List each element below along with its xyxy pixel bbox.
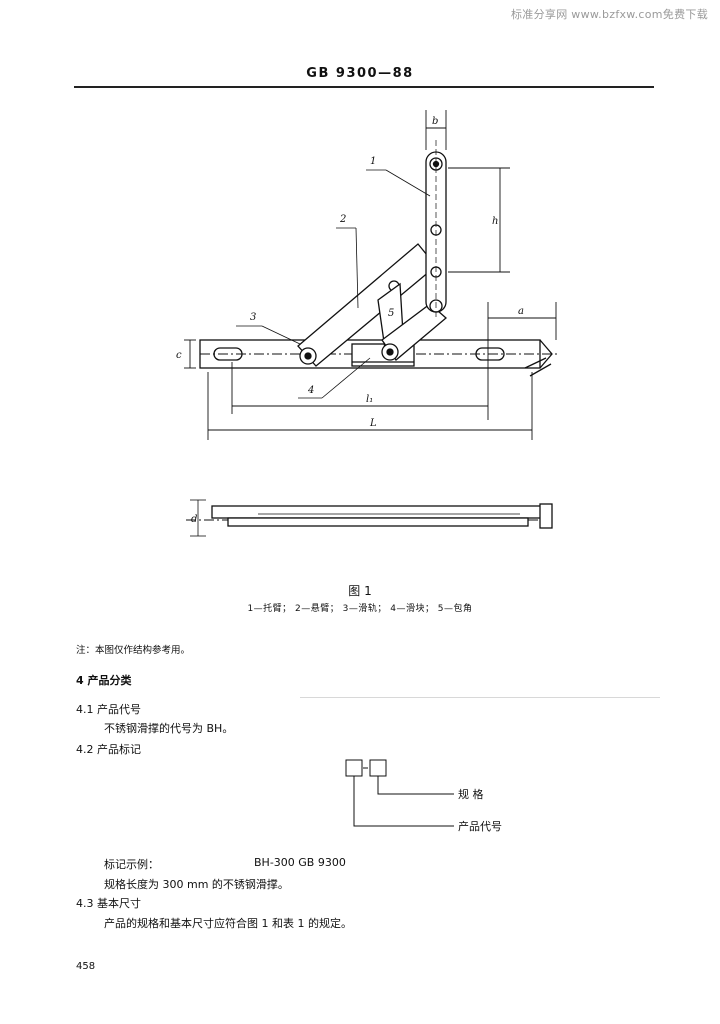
label-part-4: 4: [307, 385, 314, 396]
watermark: 标准分享网 www.bzfxw.com免费下载: [511, 8, 708, 21]
side-elevation-view: [186, 499, 553, 537]
example-value: BH-300 GB 9300: [254, 856, 346, 869]
label-part-5: 5: [388, 308, 394, 319]
leader-lines: [236, 169, 431, 399]
section-4-1-heading: 4.1 产品代号: [76, 703, 141, 716]
label-dim-h: h: [492, 216, 498, 227]
section-4-1-text: 不锈钢滑撑的代号为 BH。: [104, 722, 234, 735]
label-part-1: 1: [370, 156, 376, 167]
page-number: 458: [76, 961, 96, 972]
spec-box: [369, 759, 387, 777]
label-spec: 规 格: [458, 787, 484, 801]
figure-legend: 1—托臂； 2—悬臂； 3—滑轨； 4—滑块； 5—包角: [247, 604, 473, 614]
example-label: 标记示例：: [104, 858, 159, 871]
label-dim-L: L: [369, 418, 377, 429]
support-link: [377, 282, 447, 361]
label-dim-l1: l₁: [366, 394, 373, 405]
example-text: 规格长度为 300 mm 的不锈钢滑撑。: [104, 878, 289, 891]
standard-header: GB 9300—88: [306, 66, 414, 81]
label-product-code: 产品代号: [458, 819, 502, 833]
figure-1-drawing: 1 2 3 4 5 b h a c l₁ L d: [176, 110, 560, 537]
label-part-2: 2: [339, 214, 346, 225]
label-part-3: 3: [250, 312, 256, 323]
label-dim-d: d: [191, 514, 197, 525]
marking-diagram: 规 格 产品代号: [345, 759, 502, 833]
label-dim-b: b: [432, 116, 438, 127]
figure-note: 注：本图仅作结构参考用。: [76, 645, 191, 656]
code-box: [345, 759, 363, 777]
label-dim-a: a: [518, 306, 524, 317]
faint-rule: [300, 697, 660, 698]
label-dim-c: c: [176, 350, 182, 361]
dimension-lines: [184, 110, 557, 440]
header-rule: [74, 86, 654, 88]
figure-caption: 图 1: [348, 584, 372, 598]
section-4-3-text: 产品的规格和基本尺寸应符合图 1 和表 1 的规定。: [104, 917, 352, 930]
section-4-heading: 4 产品分类: [76, 674, 132, 687]
section-4-3-heading: 4.3 基本尺寸: [76, 897, 141, 910]
upright-arm: [425, 140, 447, 320]
section-4-2-heading: 4.2 产品标记: [76, 743, 141, 756]
